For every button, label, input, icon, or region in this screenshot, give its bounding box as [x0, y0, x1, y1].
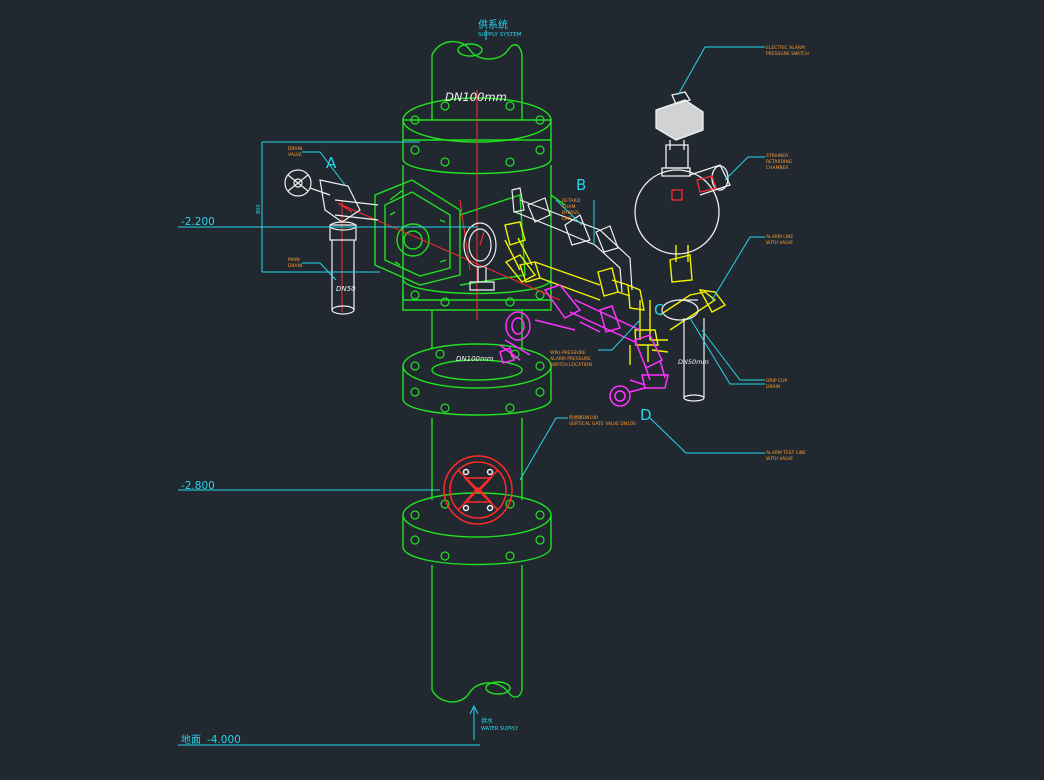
callout-drain-valve: DRAIN VALVE: [288, 146, 302, 158]
pipe-label-drain-left: DN50: [336, 285, 356, 293]
alarm-test-line-magenta: [499, 284, 669, 407]
callout-strainer-1: STRAINER: [766, 153, 788, 159]
callout-alarm-location: WPU-PRESSURE ALARM PRESSURE SWITCH LOCAT…: [550, 350, 592, 368]
callout-pressure-switch-1: ELECTRIC ALARM: [766, 45, 805, 51]
marker-b: B: [576, 176, 586, 194]
callout-alarm-test: ALARM TEST LINE WITH VALVE: [766, 450, 806, 462]
callout-alarm-location-1: WPU-PRESSURE: [550, 350, 586, 356]
callout-main-drain-2: DRAIN: [288, 263, 302, 269]
water-supply-cn: 供水: [481, 717, 493, 725]
marker-a: A: [326, 154, 337, 172]
callout-gate-valve-1: 检修阀DN100: [569, 414, 598, 421]
callout-drain-valve-1: DRAIN: [288, 146, 302, 152]
callout-alarm-line: ALARM LINE WITH VALVE: [766, 234, 793, 246]
callout-strainer-3: CHAMBER: [766, 165, 789, 171]
pipe-label-drain-right: DN50mm: [678, 358, 709, 366]
pressure-switch: [655, 91, 704, 150]
pipe-label-middle: DN100mm: [456, 355, 494, 363]
pressure-gauge: [463, 222, 497, 291]
dimension-text: 800: [256, 204, 262, 214]
labels: 供系统 SUPPLY SYSTEM DN100mm DN100mm DN50 D…: [181, 18, 809, 746]
callout-retard-4: LINE: [562, 216, 572, 222]
callout-pressure-switch: ELECTRIC ALARM PRESSURE SWITCH: [766, 45, 809, 57]
callout-gate-valve-2: VERTICAL GATE VALVE DN100: [569, 421, 636, 427]
marker-d: D: [640, 406, 652, 424]
callout-main-drain-1: MAIN: [288, 257, 300, 263]
callout-retard-2: CHAM: [562, 204, 576, 210]
trim-piping-white: [511, 187, 705, 402]
elevation-ground: -4.000: [207, 734, 241, 746]
annotation-leaders: [178, 30, 765, 746]
callout-retard-1: RETARD: [562, 198, 581, 204]
callout-strainer-2: RETARDING: [766, 159, 793, 165]
elevation-ground-cn: 地面: [181, 733, 201, 746]
supply-system-en: SUPPLY SYSTEM: [478, 32, 522, 38]
callout-alarm-location-2: ALARM PRESSURE: [550, 356, 591, 362]
callout-drip-cup: DRIP CUP DRAIN: [766, 378, 787, 390]
callout-retard-3: BYPASS: [562, 210, 579, 216]
callout-alarm-test-1: ALARM TEST LINE: [766, 450, 806, 456]
retard-chamber: [634, 144, 731, 255]
callout-drip-cup-2: DRAIN: [766, 384, 780, 390]
pipe-label-top: DN100mm: [445, 90, 507, 104]
callout-alarm-location-3: SWITCH LOCATION: [550, 362, 592, 368]
callout-gate-valve: 检修阀DN100 VERTICAL GATE VALVE DN100: [569, 414, 636, 427]
supply-system-cn: 供系统: [478, 18, 508, 31]
callout-main-drain: MAIN DRAIN: [288, 257, 302, 269]
gate-valve-handwheel: [443, 455, 513, 525]
callout-alarm-line-2: WITH VALVE: [766, 240, 793, 246]
callout-alarm-test-2: WITH VALVE: [766, 456, 793, 462]
alarm-valve-housing: [374, 179, 526, 286]
callout-strainer: STRAINER RETARDING CHAMBER: [766, 153, 793, 171]
callout-retard: RETARD CHAM BYPASS LINE: [562, 198, 581, 222]
elevation-upper: -2.200: [181, 216, 215, 228]
drain-valve-a: [284, 169, 379, 315]
callout-drip-cup-1: DRIP CUP: [766, 378, 787, 384]
water-supply-en: WATER SUPPLY: [481, 726, 519, 732]
callout-pressure-switch-2: PRESSURE SWITCH: [766, 51, 809, 57]
marker-c: C: [654, 301, 664, 319]
callout-drain-valve-2: VALVE: [288, 152, 302, 158]
elevation-middle: -2.800: [181, 480, 215, 492]
callout-alarm-line-1: ALARM LINE: [766, 234, 793, 240]
trim-piping-yellow: [504, 221, 727, 365]
